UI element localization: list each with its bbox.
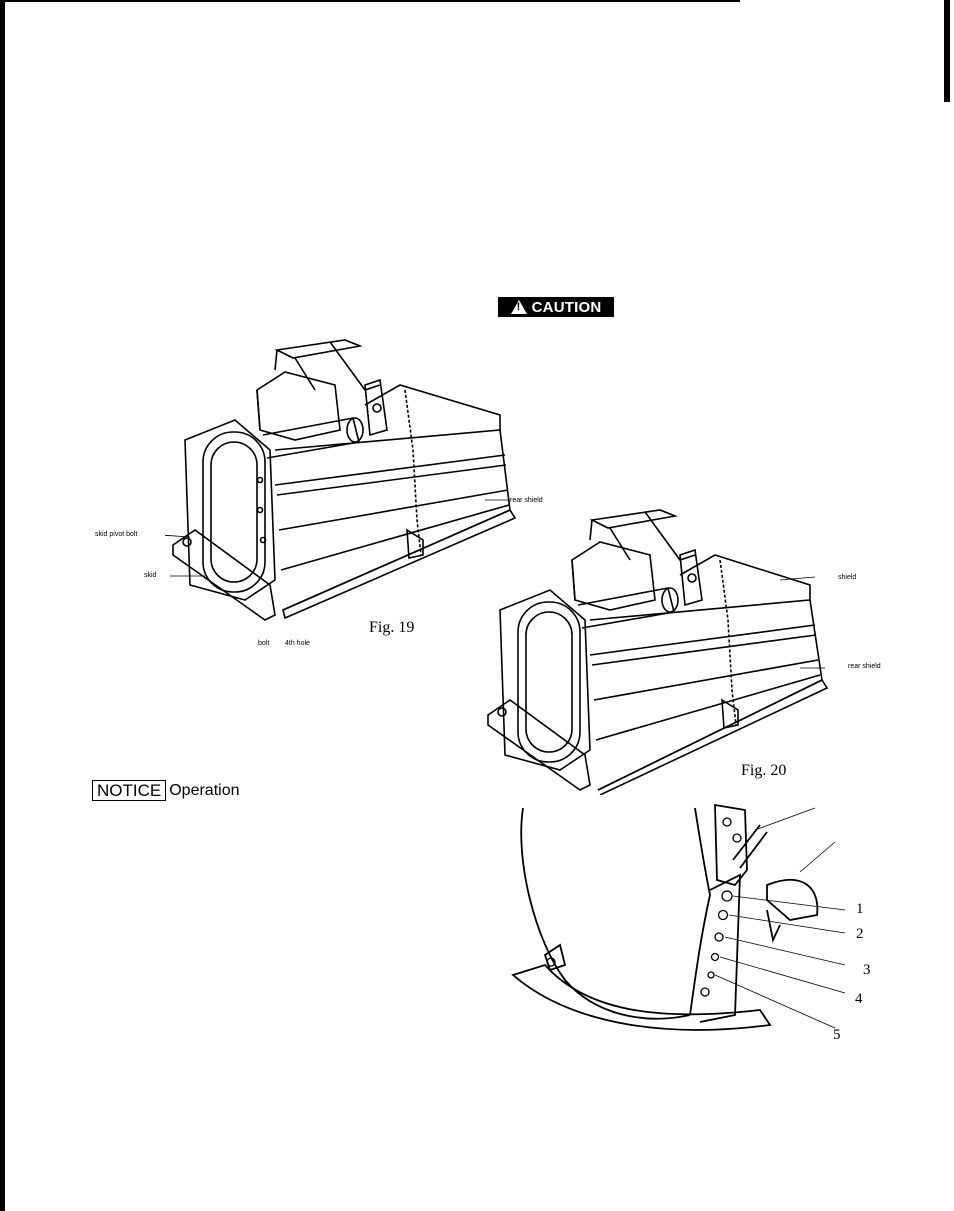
notice-badge: NOTICE xyxy=(92,780,167,801)
fig19-bolt-label: bolt xyxy=(258,640,270,647)
fig20-shield-label: shield xyxy=(838,574,857,581)
caution-label: CAUTION xyxy=(531,298,602,316)
fig19-hole-label: 4th hole xyxy=(285,640,310,647)
notice-heading: NOTICE Operation xyxy=(92,780,240,801)
top-rule xyxy=(0,0,740,2)
hole-number-2: 2 xyxy=(856,926,864,942)
hole-number-5: 5 xyxy=(833,1027,841,1043)
fig20-rear-shield-label: rear shield xyxy=(848,663,881,670)
hole-number-3: 3 xyxy=(863,962,871,978)
fig19-skid-pivot-bolt-label: skid pivot bolt xyxy=(95,531,138,538)
warning-triangle-icon xyxy=(510,300,527,314)
left-margin-bar xyxy=(0,0,5,1211)
fig19-caption: Fig. 19 xyxy=(369,619,415,636)
fig20-caption: Fig. 20 xyxy=(741,762,787,779)
hole-number-4: 4 xyxy=(855,991,863,1007)
fig20-drawing xyxy=(487,509,829,795)
hole-number-1: 1 xyxy=(856,901,864,917)
right-margin-bar xyxy=(944,0,950,102)
notice-text: Operation xyxy=(169,781,240,799)
caution-banner: CAUTION xyxy=(498,297,614,317)
fig19-drawing xyxy=(165,339,517,621)
fig21-skid-detail xyxy=(511,803,846,1031)
fig19-rear-shield-label: rear shield xyxy=(510,497,543,504)
fig19-skid-label: skid xyxy=(144,572,157,579)
